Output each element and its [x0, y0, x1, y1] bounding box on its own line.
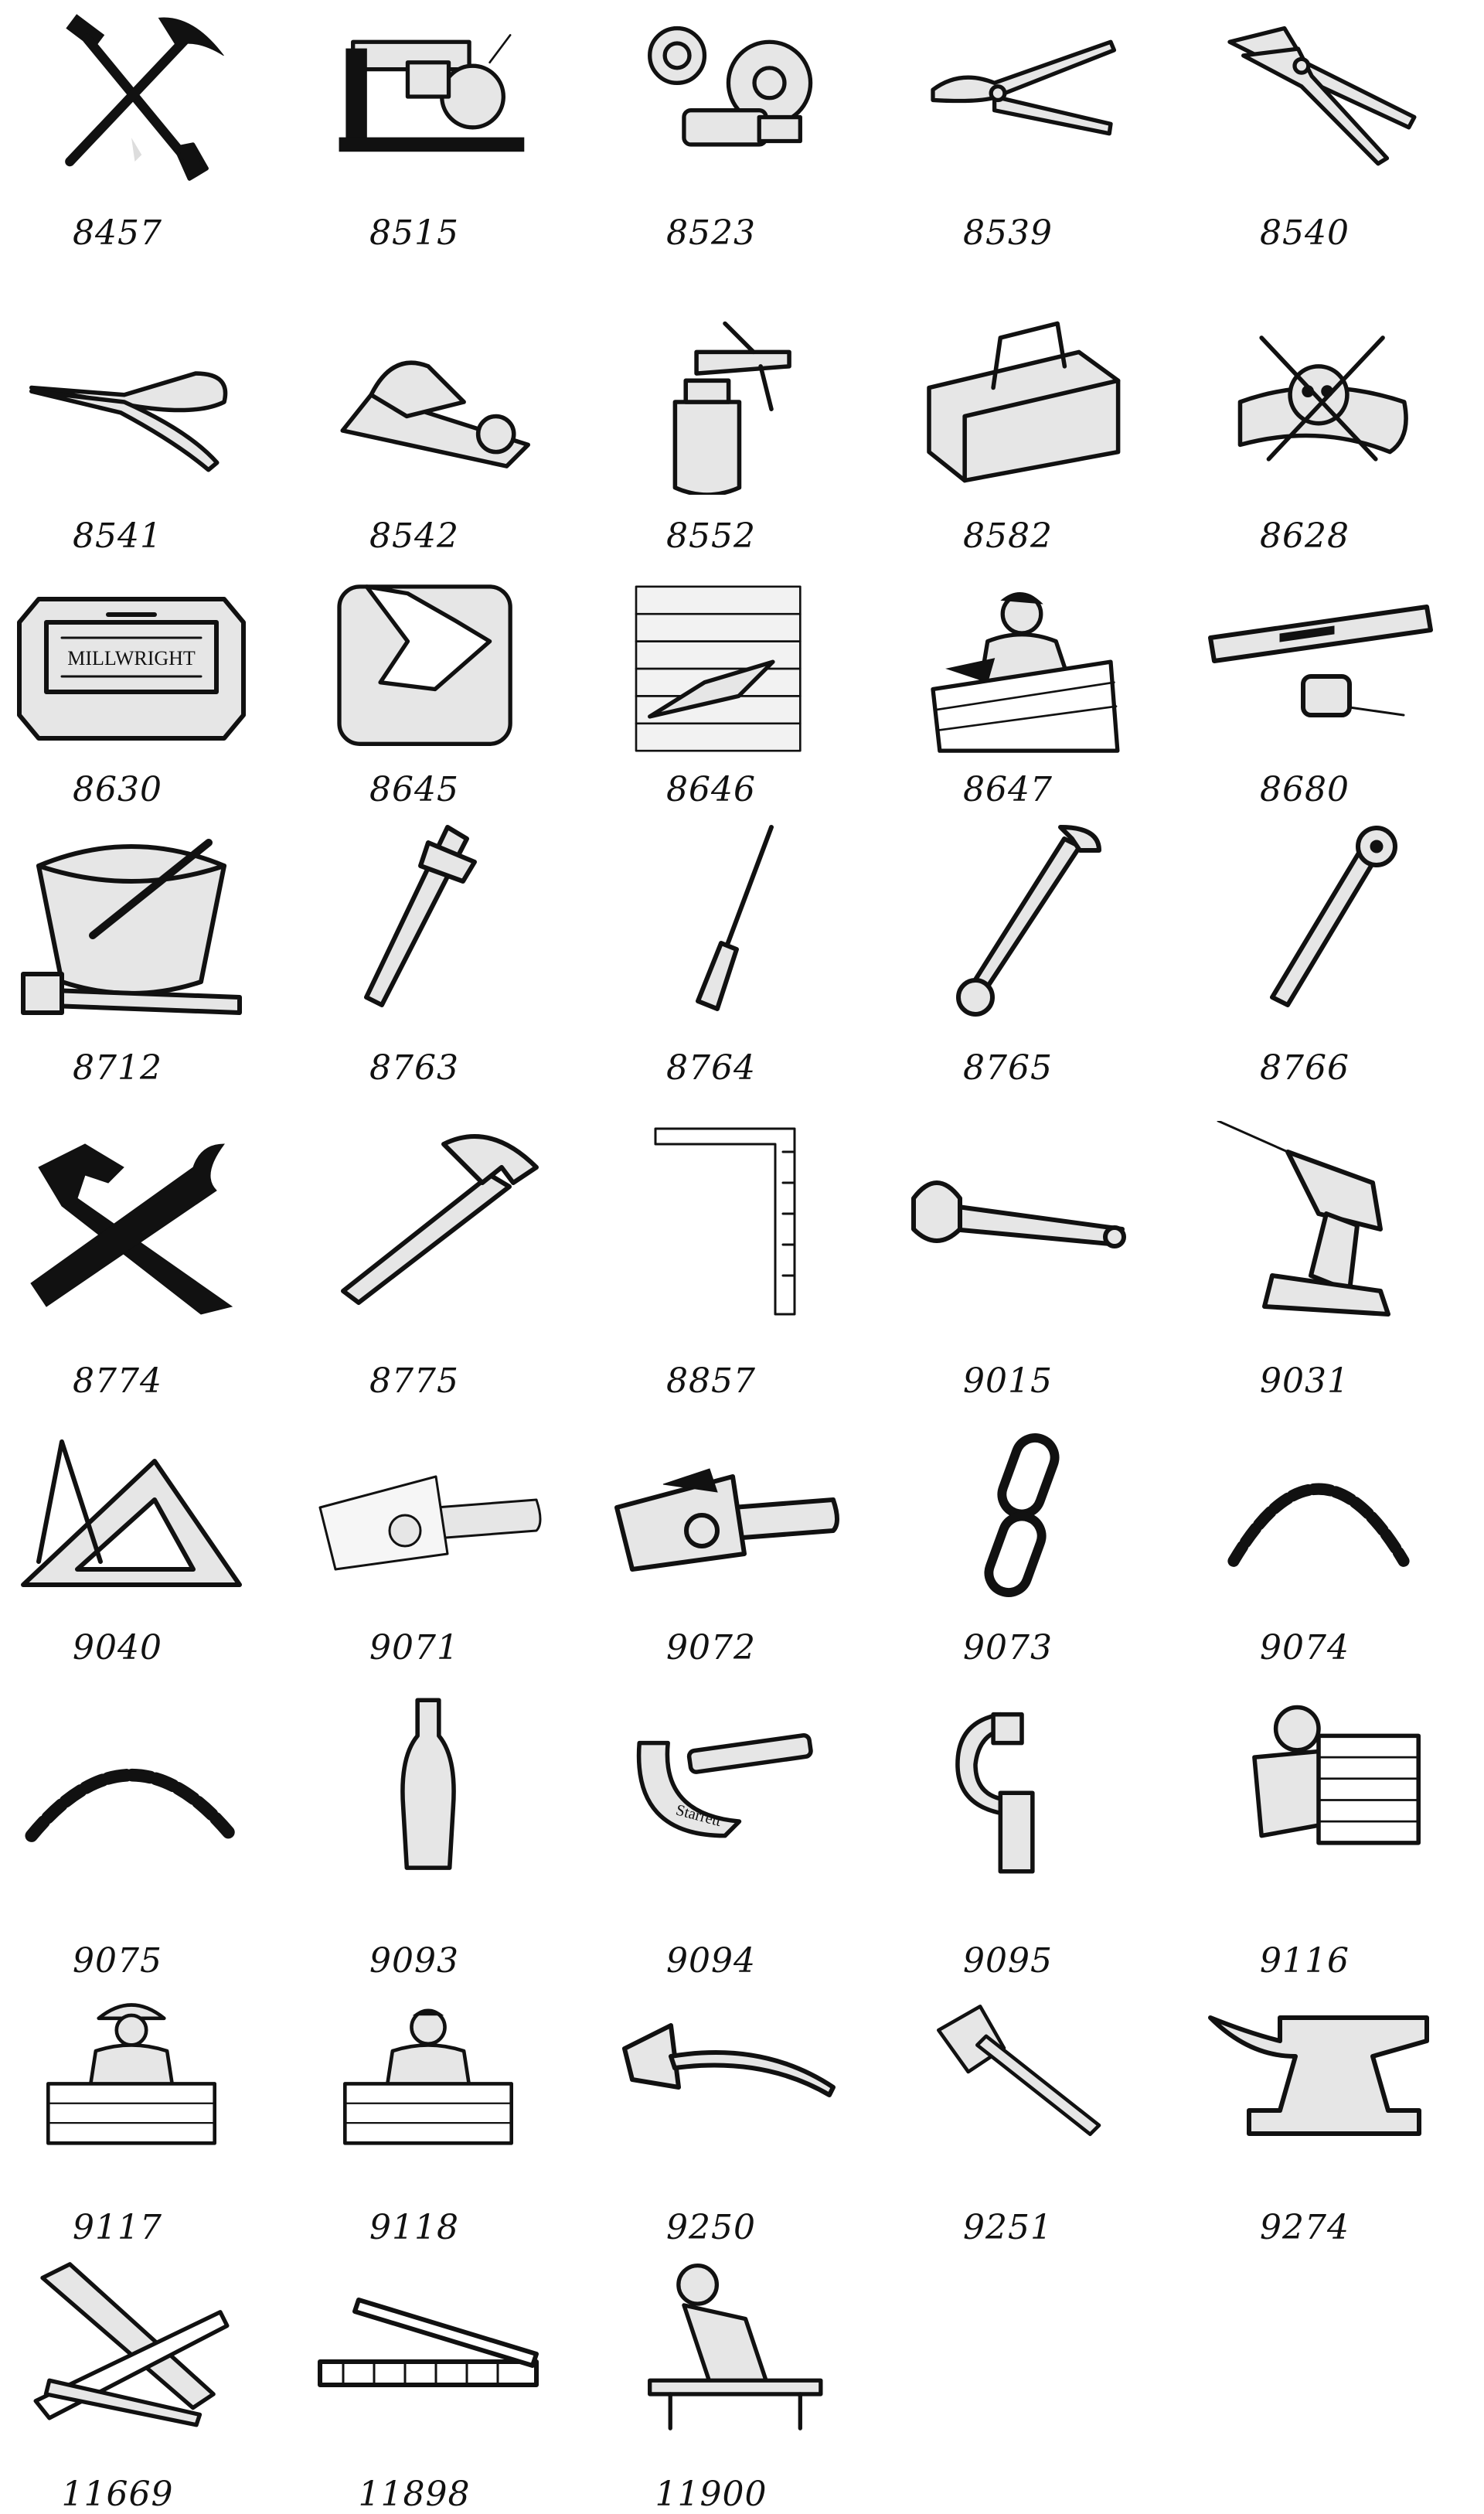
carpenter-at-bench-icon: [609, 2257, 841, 2435]
item-number: 8582: [963, 516, 1053, 556]
chainsaw-outline-icon: [312, 1430, 544, 1600]
pipe-wrench-icon: [312, 819, 544, 1020]
item-number: 11898: [358, 2475, 471, 2514]
claw-hammer-icon: [312, 1121, 544, 1322]
axe-icon: [609, 1995, 841, 2149]
item-number: 8775: [369, 1361, 459, 1401]
c-micrometer-icon: [906, 1693, 1138, 1879]
micrometer-icon: Starrett: [609, 1693, 841, 1879]
item-number: 8857: [666, 1361, 756, 1401]
millwright-badge-icon: MILLWRIGHT: [15, 580, 247, 758]
adjustable-wrench-icon: [906, 1121, 1138, 1322]
item-number: 9072: [666, 1628, 756, 1667]
hanging-chain-short-icon: [15, 1693, 247, 1879]
item-number: 8542: [369, 516, 459, 556]
radial-arm-saw-icon: [312, 8, 544, 186]
toolbox-icon: [906, 309, 1138, 495]
item-number: 8540: [1260, 213, 1350, 253]
item-number: 9116: [1260, 1941, 1350, 1981]
crossed-pick-shovel-icon: [15, 8, 247, 186]
item-number: 8539: [963, 213, 1053, 253]
hand-plane-icon: [312, 309, 544, 495]
item-number: 9040: [73, 1628, 162, 1667]
item-number: 9250: [666, 2208, 756, 2247]
item-number: 9274: [1260, 2208, 1350, 2247]
power-tools-icon: [609, 8, 841, 186]
hanging-chain-icon: [1203, 1430, 1435, 1600]
item-number: 8628: [1260, 516, 1350, 556]
bucket-trowel-icon: [15, 819, 247, 1020]
crossed-hammer-wrench-icon: [15, 1121, 247, 1322]
item-number: 9251: [963, 2208, 1053, 2247]
slip-joint-pliers-icon: [906, 8, 1138, 186]
plumb-bob-icon: [312, 1693, 544, 1879]
paint-spray-gun-icon: [609, 309, 841, 495]
item-number: 9015: [963, 1361, 1053, 1401]
item-number: 8764: [666, 1048, 756, 1088]
item-number: 8457: [73, 213, 162, 253]
item-number: 8552: [666, 516, 756, 556]
item-number: 8765: [963, 1048, 1053, 1088]
item-number: 8523: [666, 213, 756, 253]
chain-links-icon: [906, 1430, 1138, 1600]
bricklayer-icon: [906, 580, 1138, 758]
item-number: 8763: [369, 1048, 459, 1088]
hatchet-icon: [906, 1995, 1138, 2149]
box-wrench-icon: [1203, 819, 1435, 1020]
trowel-hand-icon: [312, 580, 544, 758]
cordless-drill-icon: [1203, 1121, 1435, 1322]
item-number: 9074: [1260, 1628, 1350, 1667]
item-number: 9095: [963, 1941, 1053, 1981]
item-number: 9075: [73, 1941, 162, 1981]
item-number: 8766: [1260, 1048, 1350, 1088]
item-number: 8515: [369, 213, 459, 253]
combination-wrench-icon: [906, 819, 1138, 1020]
item-number: 8541: [73, 516, 162, 556]
item-number: 9094: [666, 1941, 756, 1981]
anvil-icon: [1203, 1995, 1435, 2149]
item-number: 11669: [61, 2475, 174, 2514]
mason-worker-icon: [312, 1995, 544, 2149]
needle-nose-pliers-icon: [15, 309, 247, 495]
item-number: 9118: [369, 2208, 459, 2247]
screwdriver-icon: [609, 819, 841, 1020]
framing-square-icon: [609, 1121, 841, 1322]
item-number: 8712: [73, 1048, 162, 1088]
lineman-pliers-icon: [1203, 8, 1435, 186]
item-number: 8645: [369, 770, 459, 809]
item-number: 8630: [73, 770, 162, 809]
item-number: 8774: [73, 1361, 162, 1401]
item-number: 9093: [369, 1941, 459, 1981]
level-tape-measure-icon: [1203, 580, 1435, 758]
item-number: 8680: [1260, 770, 1350, 809]
compass-triangle-icon: [15, 1430, 247, 1600]
item-number: 9031: [1260, 1361, 1350, 1401]
item-number: 8646: [666, 770, 756, 809]
item-number: 9117: [73, 2208, 162, 2247]
item-number: 9071: [369, 1628, 459, 1667]
chainsaw-bold-icon: [609, 1430, 841, 1600]
badge-text: MILLWRIGHT: [67, 647, 196, 669]
item-number: 11900: [655, 2475, 768, 2514]
folding-rule-icon: [312, 2257, 544, 2435]
bricks-trowel-level-icon: [609, 580, 841, 758]
item-number: 8647: [963, 770, 1053, 809]
mason-at-wall-icon: [1203, 1693, 1435, 1879]
miner-skull-emblem-icon: [1203, 309, 1435, 495]
mason-cowboy-hat-icon: [15, 1995, 247, 2149]
saw-square-hammer-icon: [15, 2257, 247, 2435]
item-number: 9073: [963, 1628, 1053, 1667]
